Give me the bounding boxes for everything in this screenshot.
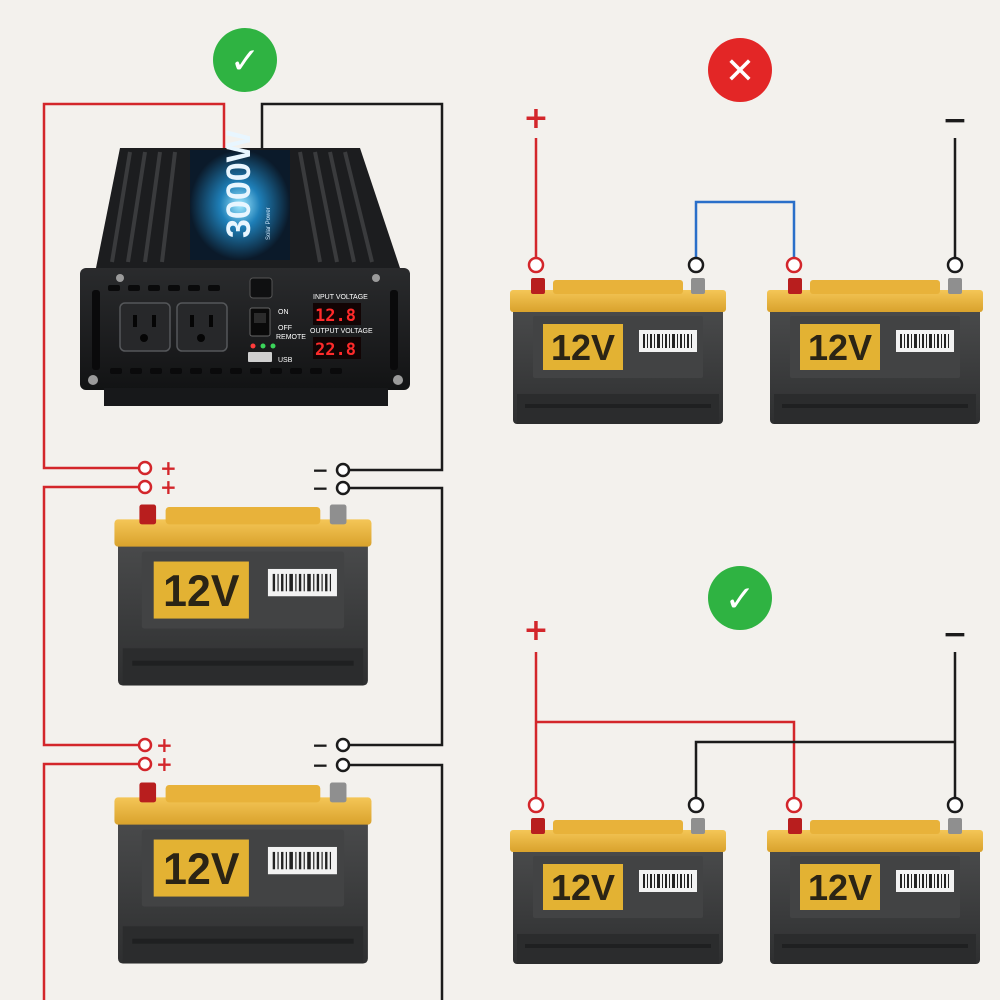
wrong-mark-series: ✕ — [708, 38, 772, 102]
minus-sign: − — [312, 753, 329, 777]
parallel-battery-2: 12V — [767, 818, 983, 964]
parallel-negative-wire — [694, 652, 957, 798]
check-icon: ✓ — [725, 579, 755, 620]
plus-sign: + — [156, 752, 173, 776]
series-jumper-wire — [694, 200, 796, 258]
battery-voltage-label: 12V — [551, 867, 615, 908]
correct-mark-circle — [213, 28, 277, 92]
left-battery-2: 12V — [114, 782, 372, 964]
parallel-plus-sign: + — [523, 613, 548, 648]
left-negative-wire — [260, 102, 444, 472]
switch-on-label: ON — [278, 309, 289, 316]
inverter-screen — [190, 150, 290, 260]
output-voltage-label: OUTPUT VOLTAGE — [310, 328, 373, 335]
remote-label: REMOTE — [276, 334, 306, 341]
battery-voltage-label: 12V — [808, 867, 872, 908]
left-positive-wire — [42, 102, 226, 470]
series-battery-1: 12V — [510, 278, 726, 424]
parallel-minus-sign: − — [942, 617, 967, 652]
left-wiring — [42, 102, 444, 1000]
minus-sign: − — [312, 476, 329, 500]
battery-voltage-label: 12V — [808, 327, 872, 368]
minus-sign: − — [312, 733, 329, 757]
inverter-subtitle: Solar Power — [266, 207, 272, 240]
usb-port — [248, 352, 272, 362]
left-negative-wire-3 — [350, 763, 444, 1000]
series-wiring — [534, 138, 957, 258]
left-positive-wire-2 — [42, 485, 138, 747]
correct-mark-parallel: ✓ — [708, 566, 772, 630]
usb-label: USB — [278, 357, 293, 364]
input-voltage-label: INPUT VOLTAGE — [313, 294, 368, 301]
battery-voltage-label: 12V — [163, 844, 239, 894]
battery-voltage-label: 12V — [163, 566, 239, 616]
check-icon: ✓ — [230, 41, 260, 82]
correct-mark-inverter: ✓ — [213, 28, 277, 92]
plus-sign: + — [160, 456, 177, 480]
parallel-battery-1: 12V — [510, 818, 726, 964]
parallel-wiring — [534, 652, 957, 798]
close-icon: ✕ — [725, 51, 755, 92]
remote-port — [249, 277, 273, 299]
plus-sign: + — [160, 475, 177, 499]
left-battery-2-connectors: + + − − — [137, 733, 351, 777]
series-plus-sign: + — [523, 101, 548, 136]
left-battery-1-connectors: + + − − — [137, 456, 351, 500]
left-positive-wire-3 — [42, 762, 138, 1000]
series-minus-sign: − — [942, 103, 967, 138]
correct-mark-circle — [708, 566, 772, 630]
left-negative-wire-2 — [350, 486, 444, 747]
plus-sign: + — [156, 733, 173, 757]
battery-voltage-label: 12V — [551, 327, 615, 368]
output-voltage-value: 22.8 — [315, 340, 356, 360]
wrong-mark-circle — [708, 38, 772, 102]
switch-off-label: OFF — [278, 325, 292, 332]
ac-outlet-1 — [119, 302, 171, 352]
minus-sign: − — [312, 458, 329, 482]
input-voltage-display — [313, 303, 361, 325]
series-battery-2: 12V — [767, 278, 983, 424]
parallel-positive-wire — [534, 652, 796, 798]
left-battery-1: 12V — [114, 504, 372, 686]
ac-outlet-2 — [176, 302, 228, 352]
inverter: 3000W Solar Power — [80, 129, 410, 406]
output-voltage-display — [313, 337, 361, 359]
inverter-power-rating: 3000W — [220, 129, 258, 238]
input-voltage-value: 12.8 — [315, 306, 356, 326]
